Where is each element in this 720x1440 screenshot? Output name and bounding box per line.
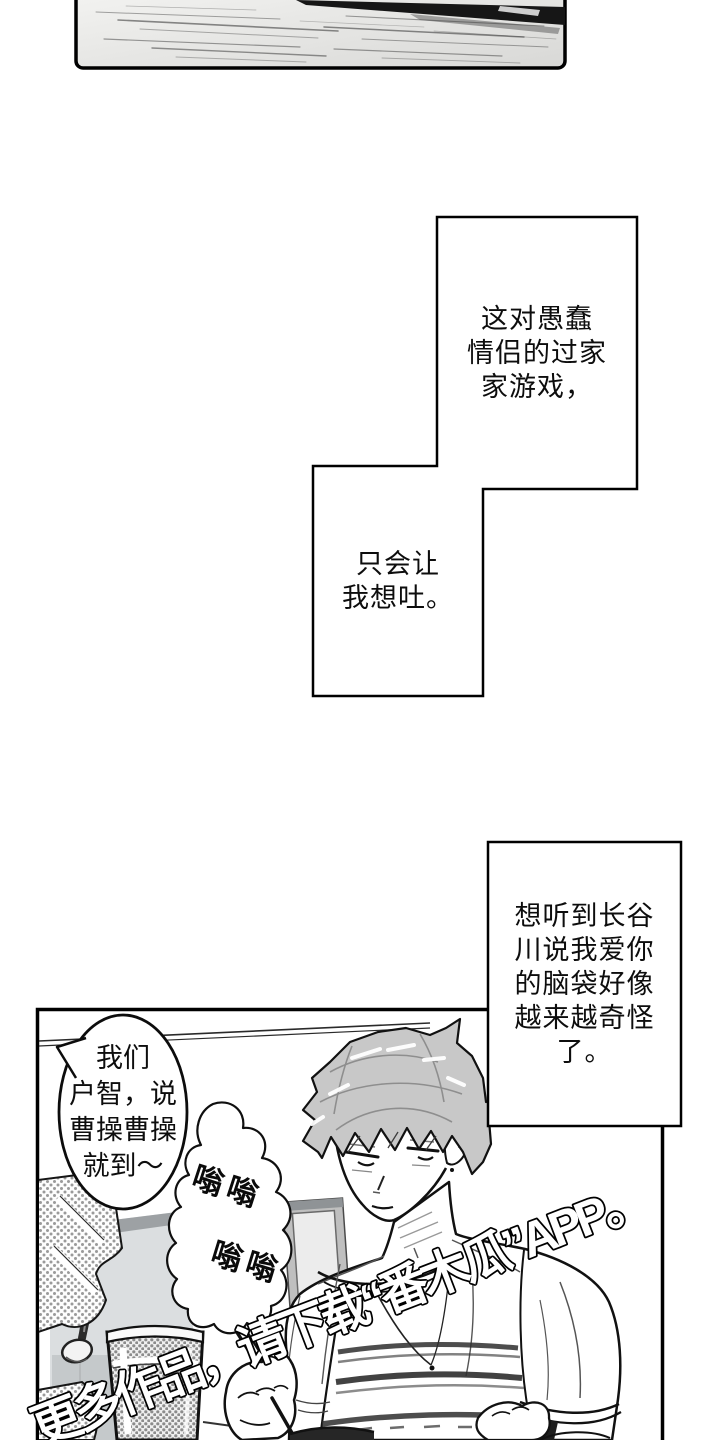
bottom-panel: 嗡嗡 嗡嗡 xyxy=(35,1007,665,1440)
narration-box-1-2-outline xyxy=(311,215,639,698)
speech-line: 曹操曹操 xyxy=(69,1115,177,1145)
glass-cup xyxy=(105,1324,205,1440)
narration-line: 了。 xyxy=(556,1037,613,1067)
narration-text-1: 这对愚蠢 情侣的过家 家游戏， xyxy=(437,217,637,489)
mouth xyxy=(371,1204,394,1210)
left-hand xyxy=(475,1401,551,1440)
speed-lines xyxy=(95,5,557,64)
earring xyxy=(450,1168,454,1172)
head xyxy=(301,1017,499,1222)
speech-bubble-tail xyxy=(55,1036,87,1079)
narration-text-2: 只会让 我想吐。 xyxy=(313,466,483,696)
speech-bubble-text: 我们 户智，说 曹操曹操 就到～ xyxy=(55,1036,191,1188)
collar xyxy=(317,1259,455,1286)
speech-line: 我们 xyxy=(96,1043,150,1073)
narration-line: 越来越奇怪 xyxy=(514,1003,655,1033)
narration-line: 家游戏， xyxy=(481,372,593,402)
narration-line: 想听到长谷 xyxy=(514,901,655,931)
speech-line: 就到～ xyxy=(82,1151,164,1181)
bowl xyxy=(289,1426,375,1440)
dark-wedge xyxy=(296,0,565,25)
narration-line: 只会让 xyxy=(356,549,440,579)
buzz-bubble: 嗡嗡 嗡嗡 xyxy=(166,1101,293,1335)
chopsticks-hand xyxy=(223,1320,298,1440)
top-panel xyxy=(74,0,567,70)
speech-line: 户智，说 xyxy=(69,1079,177,1109)
character-art xyxy=(223,1017,622,1440)
narration-line: 川说我爱你 xyxy=(514,935,655,965)
narration-line: 的脑袋好像 xyxy=(514,969,655,999)
nose xyxy=(377,1175,385,1191)
shirt-stripes xyxy=(321,1342,531,1434)
narration-line: 我想吐。 xyxy=(342,583,454,613)
curtain xyxy=(39,1168,126,1440)
narration-line: 这对愚蠢 xyxy=(481,304,593,334)
narration-line: 情侣的过家 xyxy=(467,338,607,368)
narration-box-3 xyxy=(486,840,683,1128)
speech-bubble xyxy=(55,1013,189,1211)
narration-text-3: 想听到长谷 川说我爱你 的脑袋好像 越来越奇怪 了。 xyxy=(488,842,681,1126)
table-edge xyxy=(202,1421,233,1427)
necklace xyxy=(373,1265,451,1371)
